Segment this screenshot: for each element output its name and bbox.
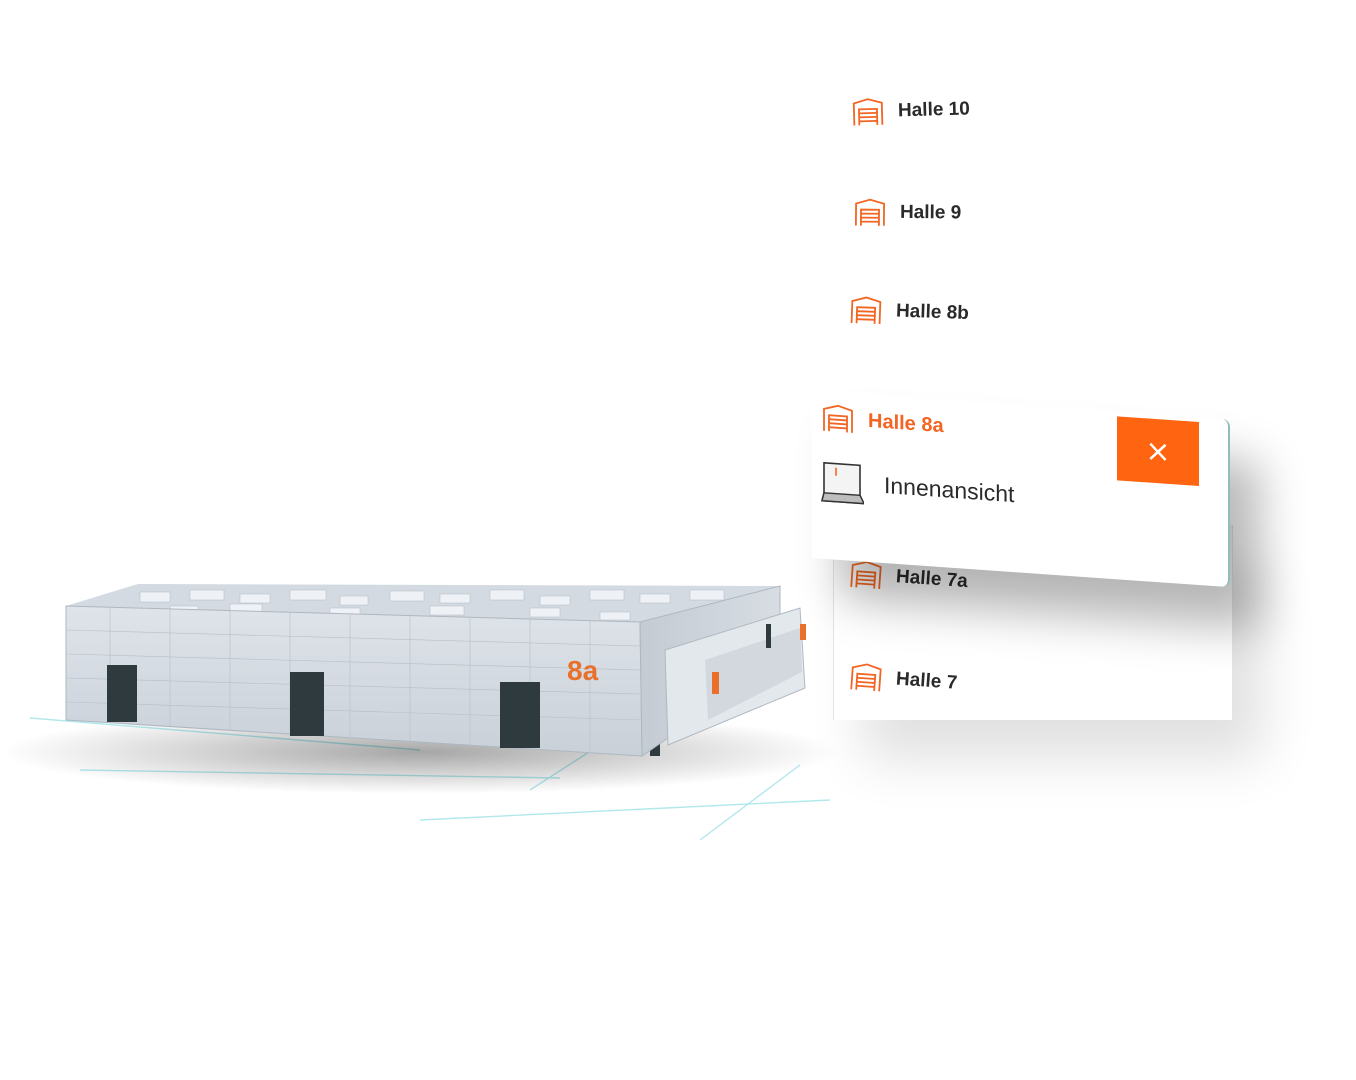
keyboard-key-icon [820, 459, 864, 506]
interior-view-button[interactable]: Innenansicht [820, 459, 1014, 517]
hall-item-9[interactable]: Halle 9 [854, 198, 962, 229]
warehouse-icon [849, 559, 883, 591]
hall-item-7a[interactable]: Halle 7a [849, 559, 969, 597]
roof-units [139, 589, 725, 621]
hall-label: Halle 8b [895, 300, 970, 325]
selected-hall-card: Halle 8a × Innenansicht [812, 390, 1230, 588]
hall-item-8a[interactable]: Halle 8a [822, 403, 944, 442]
warehouse-icon [854, 198, 886, 228]
building-scene: 8a [0, 520, 860, 850]
close-icon: × [1145, 432, 1171, 470]
hall-label: Halle 7 [895, 668, 958, 694]
building-sign: 8a [567, 655, 599, 686]
hall-gates [107, 665, 660, 756]
hall-label: Halle 10 [897, 98, 971, 122]
warehouse-icon [822, 403, 854, 435]
hall-label: Halle 8a [868, 409, 944, 437]
hall-item-10[interactable]: Halle 10 [852, 94, 971, 127]
close-button[interactable]: × [1117, 416, 1199, 487]
warehouse-icon [850, 295, 883, 326]
hall-label: Halle 7a [895, 566, 969, 593]
warehouse-icon [849, 661, 883, 693]
hall-item-7[interactable]: Halle 7 [849, 661, 958, 698]
hall-item-8b[interactable]: Halle 8b [850, 295, 970, 329]
warehouse-icon [852, 97, 885, 128]
hall-label: Halle 9 [899, 201, 962, 224]
interior-view-label: Innenansicht [884, 471, 1015, 507]
